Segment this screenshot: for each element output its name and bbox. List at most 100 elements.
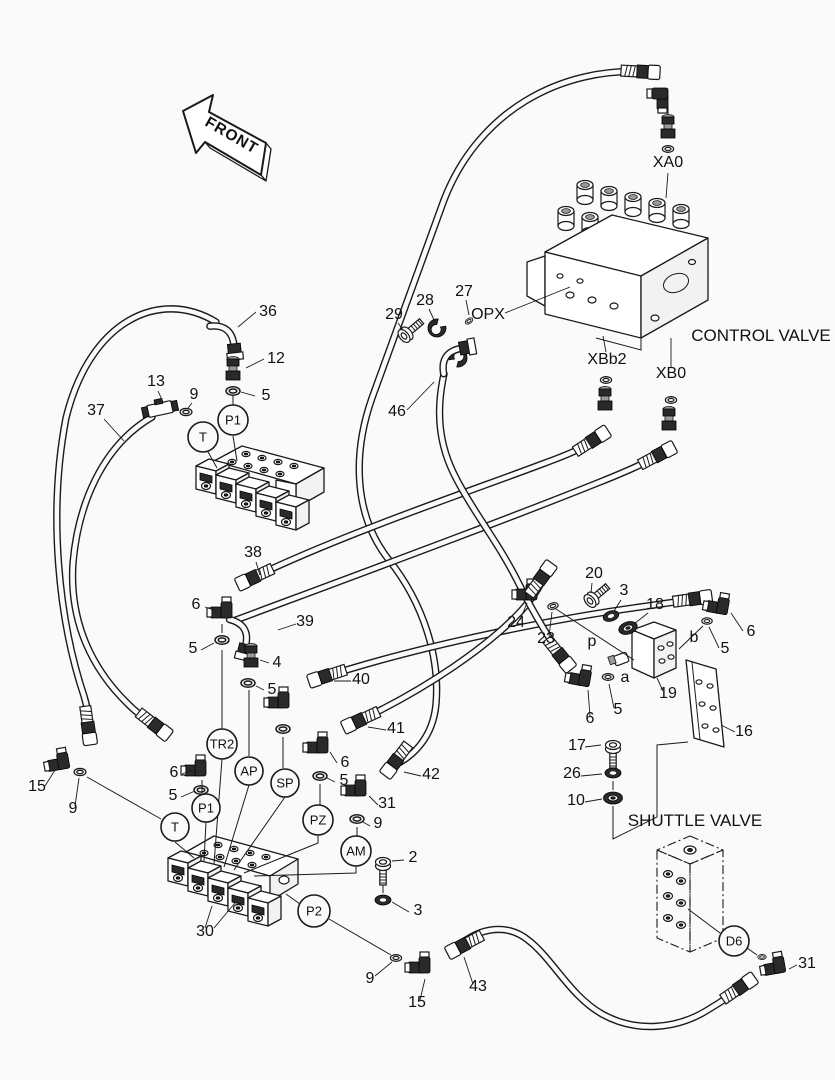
leader-line (590, 582, 593, 594)
callout-label: XB0 (656, 365, 686, 382)
leader-line (708, 626, 720, 649)
leader-line (391, 859, 405, 862)
fitting-12 (225, 356, 241, 381)
port-circle (160, 812, 190, 842)
callout-label: 16 (735, 723, 753, 740)
bolt-20 (581, 579, 614, 611)
leader-line (665, 172, 669, 199)
port-circle (191, 793, 221, 823)
port-circle-label: AM (346, 844, 366, 859)
port-circle-label: P2 (306, 904, 322, 919)
oring-xb0 (664, 396, 678, 404)
leader-line (255, 685, 265, 691)
hose-43 (451, 925, 753, 1031)
leader-line (362, 821, 371, 827)
elbow-hose-46 (438, 338, 479, 374)
callout-label: 3 (414, 902, 423, 919)
callout-label: 13 (147, 373, 165, 390)
leader-line (245, 358, 265, 369)
leader-line (204, 606, 218, 612)
callout-label: 6 (586, 710, 595, 727)
leader-line (419, 978, 426, 1001)
elbow-15a (41, 746, 71, 773)
callout-label: XA0 (653, 154, 683, 171)
elbow-15b (404, 951, 431, 974)
leader-line (259, 659, 270, 664)
callout-label: 9 (374, 815, 383, 832)
callout-label: 6 (192, 596, 201, 613)
callout-label: 37 (87, 402, 105, 419)
washer-3b (374, 894, 392, 906)
oring-5d (312, 771, 328, 781)
leader-line (374, 961, 393, 977)
callout-label: 5 (340, 772, 349, 789)
callout-label: 36 (259, 303, 277, 320)
callout-label: OPX (471, 306, 505, 323)
oring-9 (179, 407, 193, 417)
callout-label: 15 (28, 778, 46, 795)
leader-line (602, 335, 607, 353)
leader-line (391, 901, 410, 913)
port-circle (217, 404, 249, 436)
leader-line (720, 724, 736, 733)
oring-9c (73, 767, 87, 777)
mounting-bracket-16 (685, 659, 725, 748)
hose-end-36 (77, 704, 99, 747)
elbow-6a (206, 596, 233, 619)
callout-label: a (621, 669, 630, 686)
port-circle (340, 835, 372, 867)
callout-label: 17 (568, 737, 586, 754)
port-circle-label: TR2 (210, 737, 235, 752)
leader-line (608, 683, 615, 709)
callout-label: 5 (614, 701, 623, 718)
leader-line (519, 602, 528, 621)
oring-9b (349, 814, 365, 824)
oring-d6 (757, 954, 767, 960)
leader-line (74, 777, 80, 807)
callout-label: 6 (170, 764, 179, 781)
callout-label: 5 (262, 387, 271, 404)
callout-label: 27 (455, 283, 473, 300)
hose-end-38r (570, 423, 613, 459)
leader-line (548, 611, 553, 637)
leader-line (656, 677, 664, 692)
hose-37 (68, 413, 167, 736)
hose-end-38 (233, 561, 277, 593)
leader-line (587, 689, 591, 717)
tee-13 (139, 394, 180, 420)
leader-line (237, 311, 257, 328)
callout-label: 26 (563, 765, 581, 782)
callout-label: 38 (244, 544, 262, 561)
junction-block-19 (607, 621, 677, 679)
callout-label: 5 (189, 640, 198, 657)
elbow-31b (757, 950, 787, 977)
callout-label: 5 (268, 681, 277, 698)
callout-label: 20 (585, 565, 603, 582)
leader-line (277, 623, 297, 631)
callout-label: 9 (190, 386, 199, 403)
leader-line (465, 299, 470, 316)
callout-label: 2 (409, 849, 418, 866)
callout-label: 10 (567, 792, 585, 809)
hose-end-37 (133, 706, 175, 743)
leader-line (326, 777, 336, 783)
hose-end-43 (443, 928, 486, 961)
callout-label: 29 (385, 306, 403, 323)
callout-label: SHUTTLE VALVE (628, 811, 762, 830)
oring-23 (546, 601, 560, 611)
port-circle-label: P1 (225, 413, 241, 428)
leader-line (157, 390, 164, 403)
leader-line (329, 751, 338, 764)
leader-line (788, 964, 798, 970)
callout-label: 40 (352, 671, 370, 688)
leader-line (44, 769, 56, 787)
callout-label: CONTROL VALVE (691, 326, 831, 345)
port-circle (270, 768, 300, 798)
port-circle-label: T (199, 430, 207, 445)
hoses (53, 67, 753, 1031)
banjo-elbow-xa0 (646, 87, 669, 114)
callout-label: 41 (387, 720, 405, 737)
leader-line (633, 612, 649, 625)
callout-label: 3 (620, 582, 629, 599)
